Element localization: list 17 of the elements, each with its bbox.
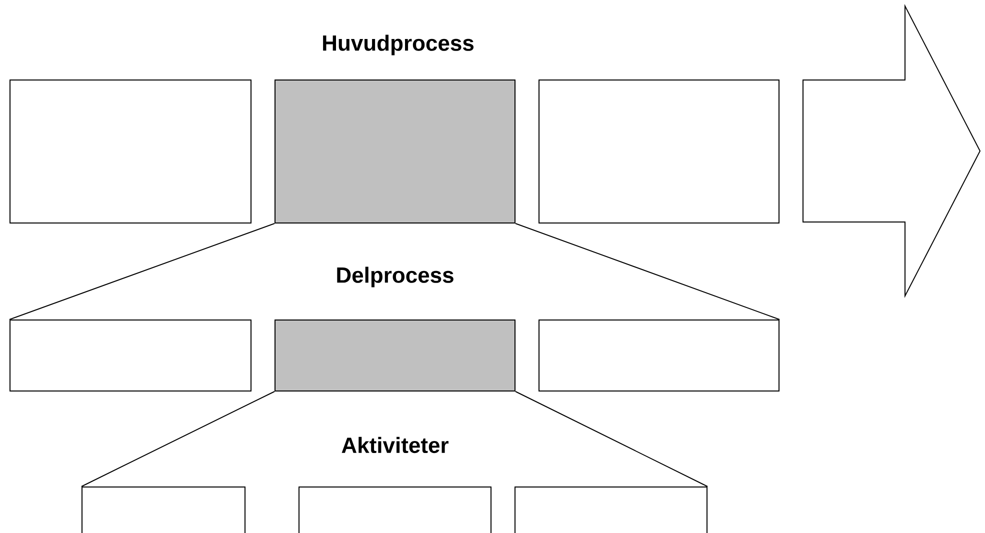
process-box <box>10 320 252 392</box>
level-heading: Huvudprocess <box>323 34 474 56</box>
process-box <box>82 486 246 533</box>
process-box <box>298 486 492 533</box>
process-box <box>10 80 252 224</box>
process-box <box>274 320 516 392</box>
process-box <box>514 486 708 533</box>
level-heading: Aktiviteter <box>342 436 448 454</box>
process-box <box>538 320 780 392</box>
block-arrow <box>802 4 981 298</box>
expansion-line <box>515 223 780 320</box>
level-heading: Delprocess <box>337 266 454 288</box>
process-box <box>538 80 780 224</box>
process-box <box>274 80 516 224</box>
expansion-line <box>515 391 708 487</box>
expansion-line <box>9 223 275 320</box>
expansion-line <box>81 391 275 487</box>
